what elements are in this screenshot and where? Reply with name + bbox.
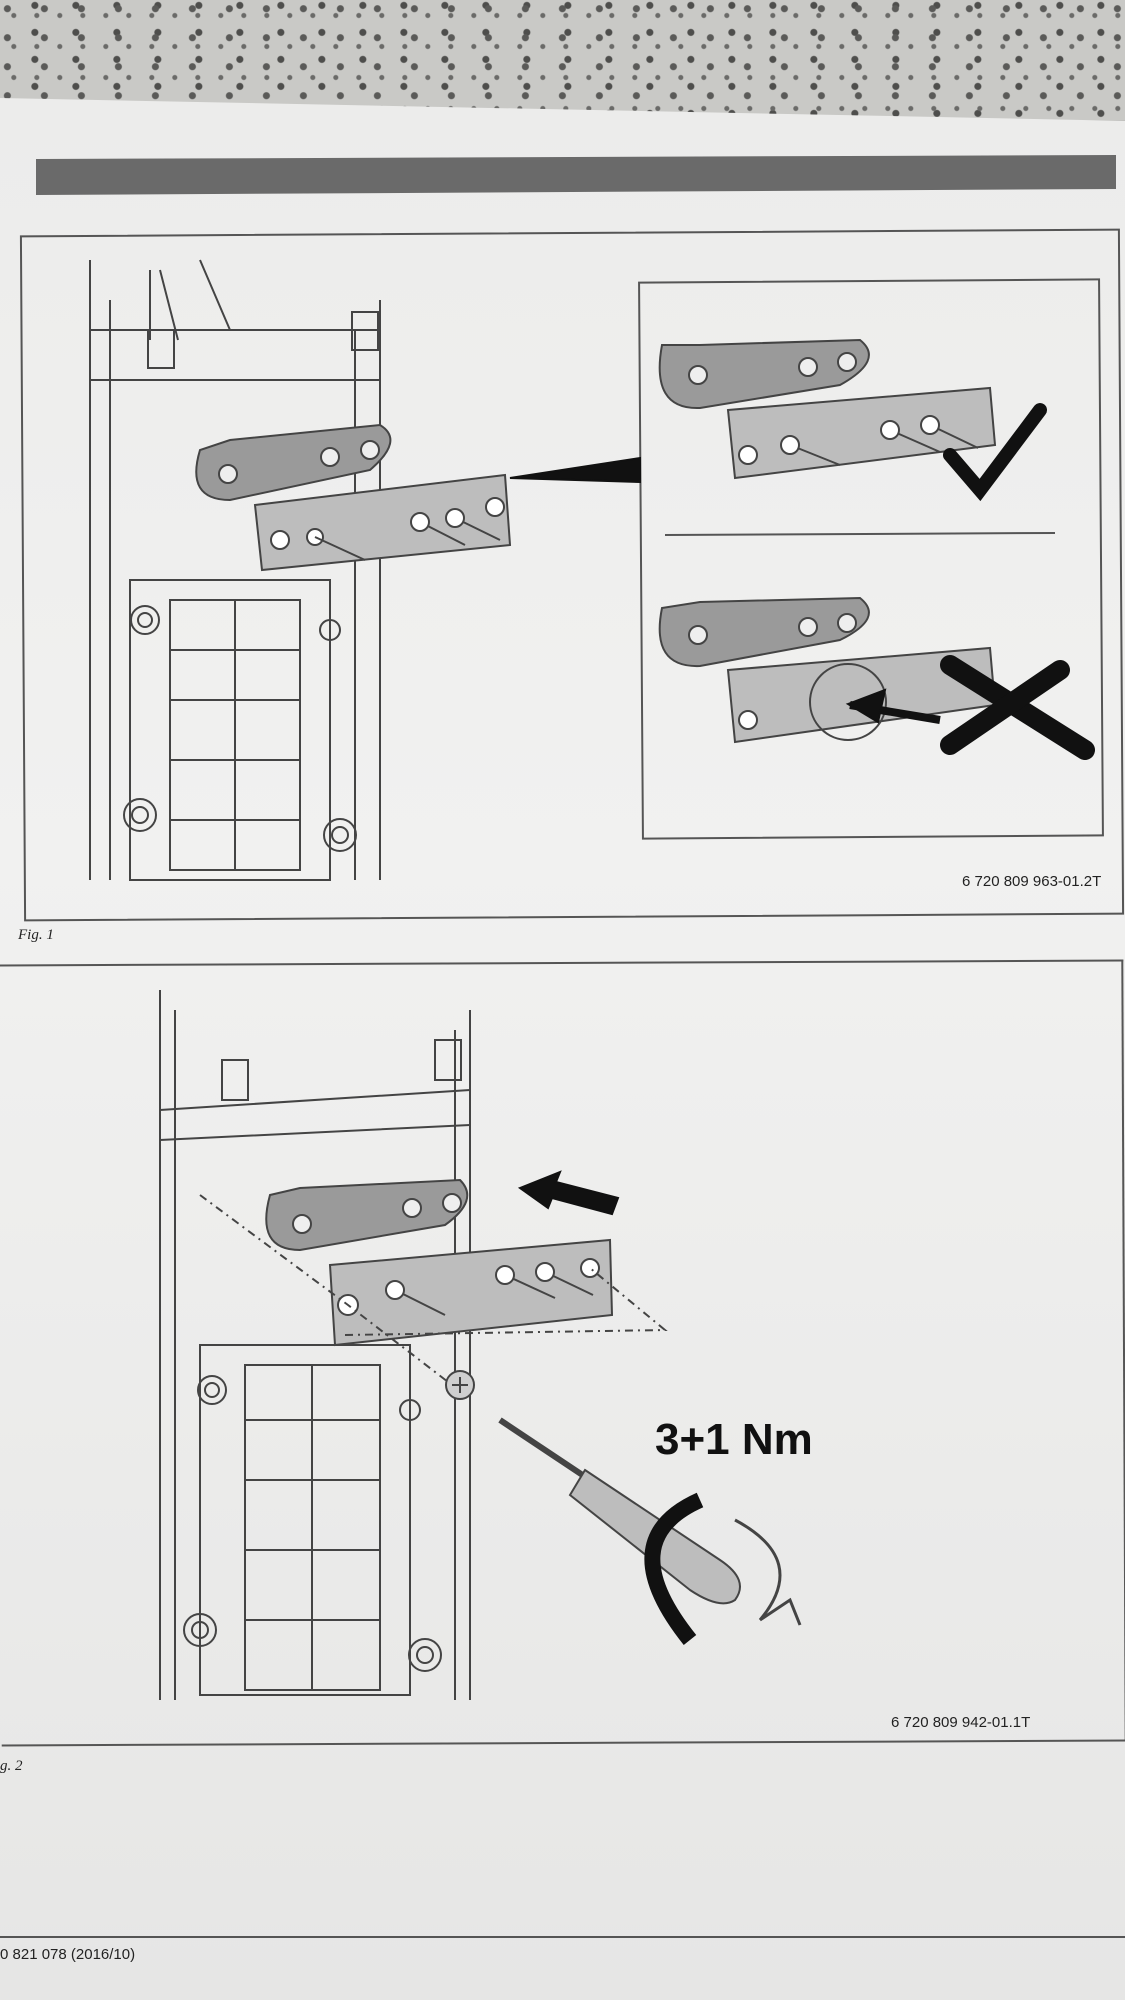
screwdriver-icon xyxy=(498,1417,802,1645)
screw-icon xyxy=(445,1370,475,1400)
fig1-electrode-assembly xyxy=(195,423,512,572)
inset-pointer xyxy=(509,456,641,484)
arrow-icon xyxy=(517,1170,620,1216)
torque-label: 3+1 Nm xyxy=(655,1415,813,1464)
inset-correct-assembly xyxy=(658,338,997,480)
figure-1-caption: Fig. 1 xyxy=(18,927,54,943)
figure-2-reference: 6 720 809 942-01.1T xyxy=(891,1714,1031,1731)
fig1-unit-body xyxy=(89,259,381,881)
fig2-electrode-assembly xyxy=(199,1178,668,1396)
figure-2-caption: g. 2 xyxy=(0,1758,23,1774)
footer-rule xyxy=(0,1936,1125,1938)
fig2-unit-body xyxy=(159,990,471,1700)
cross-icon xyxy=(940,655,1095,760)
document-number: 0 821 078 (2016/10) xyxy=(0,1946,136,1963)
figure-1-reference: 6 720 809 963-01.2T xyxy=(962,873,1102,890)
inset-incorrect-assembly xyxy=(658,596,997,744)
checkmark-icon xyxy=(943,403,1047,502)
header-bar xyxy=(36,155,1116,195)
countertop-background xyxy=(0,0,1125,120)
